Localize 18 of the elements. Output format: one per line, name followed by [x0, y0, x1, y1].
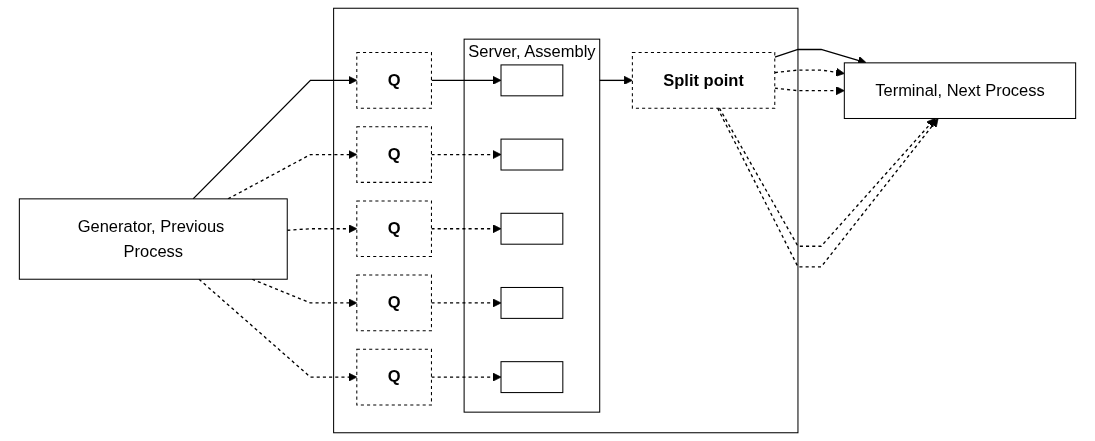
- node-box: [500, 286, 564, 319]
- node-box: Q: [356, 200, 432, 258]
- node-box: Q: [356, 126, 432, 183]
- node-box: Q: [356, 348, 432, 406]
- node-box: Generator, Previous Process: [18, 198, 288, 280]
- arrow: [774, 67, 845, 77]
- cluster: [333, 7, 799, 434]
- node-box: Q: [356, 274, 432, 332]
- node-box: Split point: [631, 52, 776, 109]
- arrow: [599, 75, 633, 85]
- node-box: Terminal, Next Process: [843, 62, 1077, 119]
- node-box: Q: [356, 52, 432, 109]
- node-box: [500, 64, 564, 97]
- node-box: [500, 212, 564, 245]
- arrow: [774, 86, 845, 96]
- node-box: [500, 138, 564, 171]
- node-box: [500, 361, 564, 394]
- cluster: Server, Assembly: [463, 38, 601, 413]
